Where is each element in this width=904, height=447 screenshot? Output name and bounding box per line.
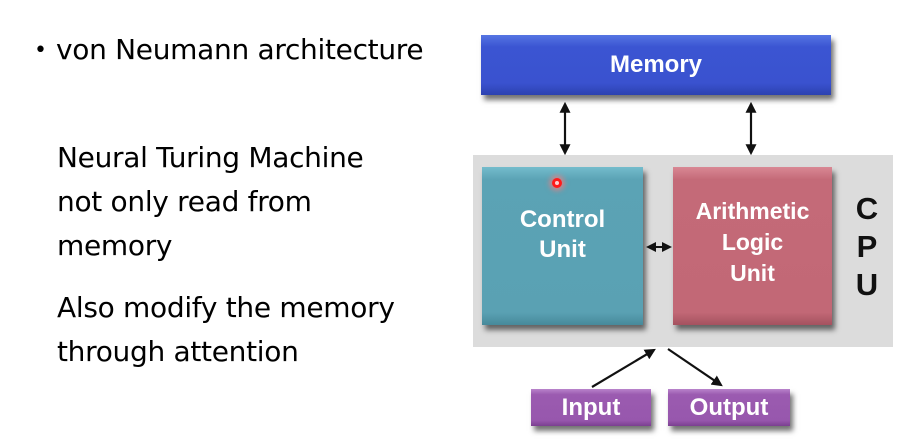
bullet-item: • von Neumann architecture: [34, 32, 424, 69]
cpu-letter: U: [855, 267, 879, 302]
paragraph-line: not only read from: [57, 185, 312, 218]
bullet-text: von Neumann architecture: [56, 33, 424, 66]
alu-label-line: Arithmetic: [695, 198, 810, 224]
cpu-label: C P U: [852, 190, 882, 304]
cpu-output-arrow: [667, 348, 723, 387]
paragraph-line: Neural Turing Machine: [57, 141, 364, 174]
alu-box: Arithmetic Logic Unit: [673, 167, 832, 325]
alu-label-line: Unit: [730, 260, 775, 286]
cpu-letter: C: [855, 191, 879, 226]
paragraph-line: memory: [57, 229, 173, 262]
output-box: Output: [668, 389, 790, 426]
control-unit-label-line: Control: [519, 206, 606, 233]
bullet-dot-icon: •: [34, 38, 47, 63]
cpu-letter: P: [856, 229, 878, 264]
pointer-cursor-icon: [552, 178, 562, 188]
memory-label: Memory: [609, 51, 703, 78]
input-label: Input: [561, 393, 621, 421]
control-unit-label-line: Unit: [539, 236, 586, 263]
memory-box: Memory: [481, 35, 831, 95]
paragraph-line: Also modify the memory: [57, 291, 395, 324]
paragraph-line: through attention: [57, 335, 299, 368]
alu-label-line: Logic: [721, 229, 784, 255]
paragraph-ntm: Neural Turing Machine not only read from…: [57, 136, 364, 268]
paragraph-attention: Also modify the memory through attention: [57, 286, 395, 374]
input-cpu-arrow: [591, 348, 656, 388]
control-unit-box: Control Unit: [482, 167, 643, 325]
input-box: Input: [531, 389, 651, 426]
output-label: Output: [689, 393, 769, 421]
